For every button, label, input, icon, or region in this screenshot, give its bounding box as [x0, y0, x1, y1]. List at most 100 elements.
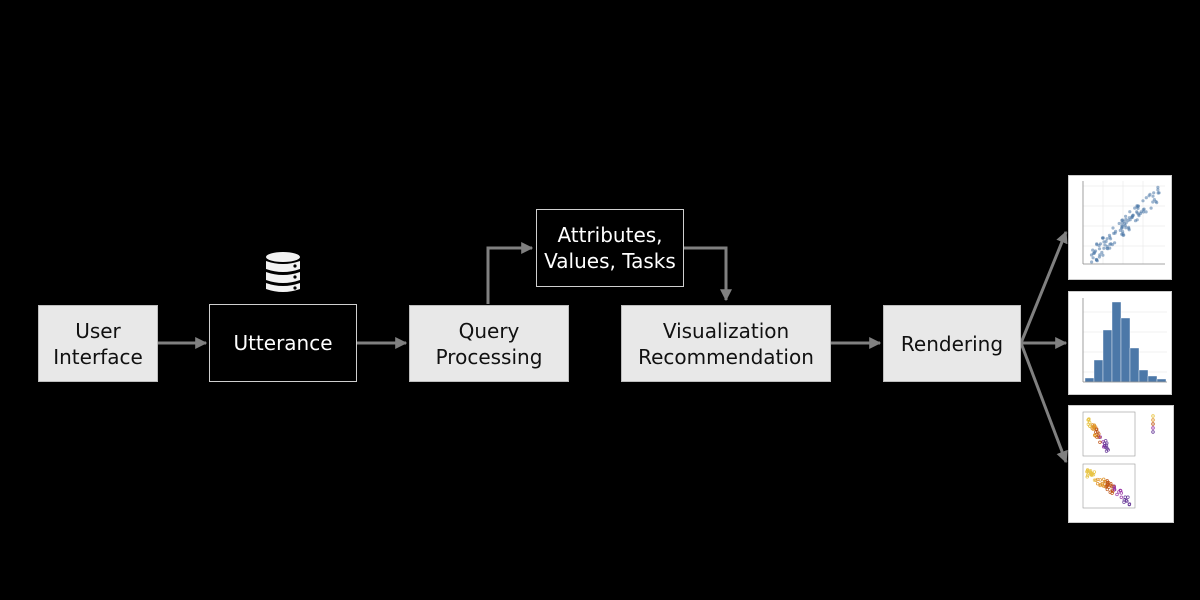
facet-point — [1122, 500, 1126, 504]
facet-point — [1092, 470, 1097, 474]
query-processing-box: Query Processing — [409, 305, 569, 382]
scatter-point — [1105, 244, 1109, 249]
user-interface-box: User Interface — [38, 305, 158, 382]
scatter-point — [1098, 242, 1103, 246]
histogram-bar — [1129, 347, 1140, 383]
facet-point — [1100, 482, 1104, 486]
scatter-point — [1101, 253, 1105, 257]
scatter-point — [1133, 219, 1138, 223]
scatter-point — [1141, 208, 1145, 212]
histogram-thumbnail — [1068, 291, 1172, 395]
histogram-bar — [1156, 378, 1167, 383]
scatter-point — [1095, 243, 1099, 247]
scatter-point — [1127, 216, 1131, 220]
facet-point — [1126, 495, 1130, 499]
scatter-point — [1090, 260, 1094, 264]
scatter-point — [1141, 199, 1145, 203]
scatter-point — [1139, 210, 1143, 214]
scatter-point — [1128, 210, 1132, 214]
scatter-point — [1108, 246, 1112, 250]
facet-point — [1092, 433, 1097, 437]
facet-point — [1104, 485, 1108, 489]
facet-point — [1090, 423, 1095, 427]
facet-point — [1106, 448, 1110, 452]
scatter-point — [1124, 226, 1128, 230]
scatter-point — [1108, 242, 1112, 246]
scatter-point — [1113, 241, 1117, 245]
scatter-point — [1152, 198, 1156, 202]
facet-point — [1119, 495, 1123, 499]
attributes-box: Attributes, Values, Tasks — [536, 209, 684, 287]
scatter-point — [1108, 235, 1112, 239]
facet-point — [1086, 418, 1090, 422]
scatter-point — [1100, 236, 1105, 240]
facet-point — [1102, 484, 1106, 489]
utterance-box: Utterance — [209, 304, 357, 382]
scatter-point — [1151, 194, 1155, 198]
scatter-point — [1147, 194, 1151, 198]
facet-point — [1127, 502, 1132, 506]
arrow-rendering-to-scatter — [1019, 230, 1068, 344]
facet-point — [1105, 487, 1109, 492]
facet-point — [1098, 440, 1102, 444]
scatter-point — [1110, 243, 1114, 247]
scatter-point — [1113, 231, 1117, 235]
faceted-scatter-thumbnail — [1068, 405, 1174, 523]
scatter-point — [1141, 210, 1146, 214]
facet-point — [1097, 432, 1101, 436]
facet-point — [1102, 477, 1106, 481]
arrow-rendering-to-faceted — [1019, 342, 1068, 464]
scatter-point — [1144, 210, 1148, 214]
utterance-label: Utterance — [233, 331, 333, 355]
facet-point — [1122, 498, 1126, 502]
facet-point — [1108, 490, 1112, 494]
facet-point — [1088, 424, 1092, 428]
user-interface-label: User Interface — [53, 318, 143, 369]
facet-point — [1094, 478, 1098, 482]
scatter-point — [1120, 218, 1124, 222]
facet-point — [1123, 495, 1127, 499]
histogram-bar — [1102, 329, 1113, 383]
scatter-point — [1135, 210, 1139, 214]
histogram-bar — [1138, 369, 1149, 383]
scatter-point — [1124, 221, 1128, 225]
rendering-box: Rendering — [883, 305, 1021, 382]
scatter-point — [1144, 196, 1148, 200]
facet-point — [1124, 498, 1128, 503]
scatter-point — [1094, 258, 1098, 262]
facet-point — [1108, 483, 1112, 487]
scatter-point — [1156, 191, 1160, 195]
scatter-point — [1121, 230, 1125, 234]
facet-point — [1095, 482, 1100, 486]
scatter-point — [1127, 228, 1131, 232]
facet-point — [1095, 435, 1099, 439]
scatter-point — [1091, 248, 1095, 252]
scatter-point — [1117, 221, 1121, 226]
scatter-point — [1122, 233, 1126, 237]
scatter-point — [1156, 185, 1160, 189]
facet-point — [1119, 489, 1123, 493]
scatter-plot-thumbnail — [1068, 175, 1172, 280]
visualization-recommendation-box: Visualization Recommendation — [621, 305, 831, 382]
scatter-point — [1102, 246, 1106, 250]
facet-point — [1103, 443, 1107, 448]
histogram-bar — [1084, 377, 1095, 383]
database-icon — [266, 252, 300, 292]
histogram-bar — [1111, 301, 1122, 383]
arrow-query-to-attributes — [486, 242, 534, 304]
scatter-point — [1133, 206, 1137, 210]
facet-point — [1085, 475, 1089, 479]
facet-point — [1112, 488, 1116, 492]
rendering-label: Rendering — [900, 331, 1004, 356]
scatter-point — [1102, 240, 1106, 244]
scatter-point — [1152, 191, 1156, 195]
scatter-point — [1097, 255, 1101, 259]
facet-point — [1104, 443, 1109, 447]
scatter-point — [1149, 206, 1153, 210]
facet-point — [1092, 478, 1097, 482]
scatter-point — [1126, 219, 1130, 223]
scatter-point — [1131, 213, 1135, 217]
facet-point — [1095, 427, 1099, 431]
scatter-point — [1151, 200, 1155, 204]
scatter-point — [1091, 256, 1095, 260]
